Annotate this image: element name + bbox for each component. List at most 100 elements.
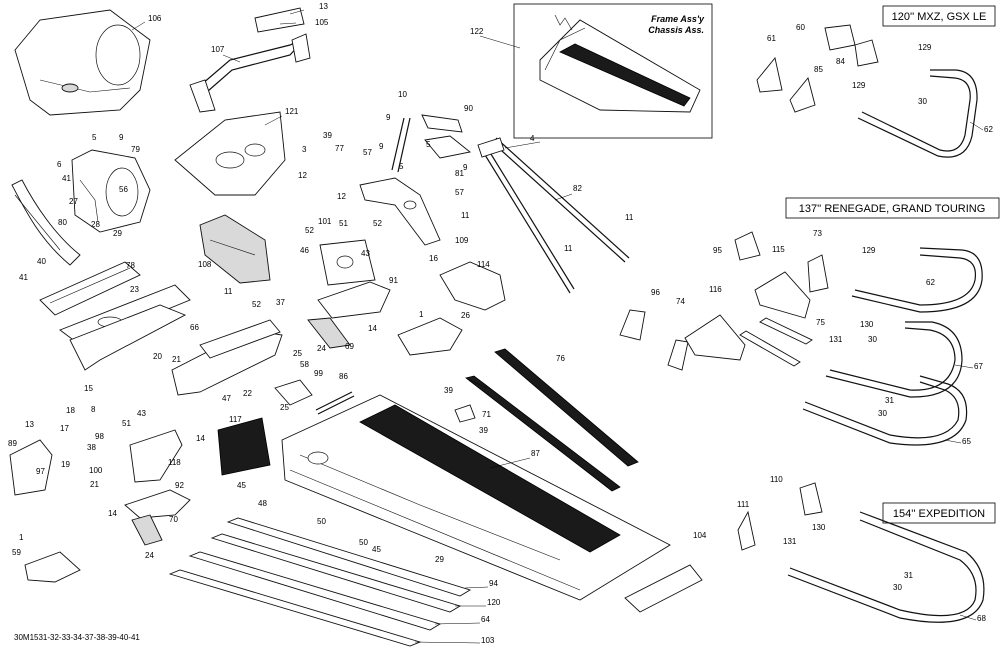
part-label: 91 — [389, 276, 398, 285]
part-71-bracket — [454, 404, 476, 423]
part-label: 17 — [60, 424, 69, 433]
part-label: 95 — [713, 246, 722, 255]
document-id: 30M1531-32-33-34-37-38-39-40-41 — [14, 633, 140, 642]
part-label: 11 — [224, 287, 233, 296]
part-label: 105 — [315, 18, 329, 27]
part-label: 47 — [222, 394, 231, 403]
part-85-bracket — [789, 77, 816, 113]
part-label: 3 — [302, 145, 307, 154]
part-82-struts — [477, 137, 630, 294]
part-label: 99 — [314, 369, 323, 378]
part-label: 45 — [372, 545, 381, 554]
part-label: 129 — [862, 246, 876, 255]
part-117-flap — [217, 417, 271, 476]
part-118-bracket — [129, 429, 183, 483]
part-label: 4 — [530, 134, 535, 143]
part-label: 70 — [169, 515, 178, 524]
part-label: 129 — [918, 43, 932, 52]
part-121-frame — [174, 111, 286, 196]
part-label: 22 — [243, 389, 252, 398]
part-label: 96 — [651, 288, 660, 297]
part-label: 109 — [455, 236, 469, 245]
part-label: 11 — [625, 213, 634, 222]
part-label: 40 — [37, 257, 46, 266]
variant-120-title: 120'' MXZ, GSX LE — [892, 11, 987, 23]
part-label: 110 — [770, 475, 783, 484]
part-label: 92 — [175, 481, 184, 490]
part-109-arm — [359, 177, 441, 246]
part-label: 78 — [126, 261, 135, 270]
part-23-plate — [59, 284, 191, 371]
part-label: 14 — [368, 324, 377, 333]
part-label: 56 — [119, 185, 128, 194]
part-label: 31 — [904, 571, 913, 580]
part-label: 69 — [345, 342, 354, 351]
part-60-bracket — [824, 24, 856, 51]
part-label: 85 — [814, 65, 823, 74]
part-label: 122 — [470, 27, 484, 36]
part-label: 98 — [95, 432, 104, 441]
part-label: 65 — [962, 437, 971, 446]
part-label: 9 — [463, 163, 468, 172]
part-label: 104 — [693, 531, 707, 540]
part-label: 68 — [977, 614, 986, 623]
part-label: 37 — [276, 298, 285, 307]
part-label: 71 — [482, 410, 491, 419]
part-label: 1 — [19, 533, 24, 542]
part-label: 97 — [36, 467, 45, 476]
inset-title-line1: Frame Ass'y — [651, 14, 705, 24]
part-label: 31 — [885, 396, 894, 405]
part-label: 25 — [293, 349, 302, 358]
part-22-panel — [171, 319, 283, 396]
part-label: 14 — [196, 434, 205, 443]
part-label: 76 — [556, 354, 565, 363]
part-label: 67 — [974, 362, 983, 371]
variant-137-box: 137'' RENEGADE, GRAND TOURING — [785, 197, 1000, 219]
part-label: 26 — [461, 311, 470, 320]
part-label: 64 — [481, 615, 490, 624]
part-label: 30 — [878, 409, 887, 418]
part-label: 84 — [836, 57, 845, 66]
part-69-bracket — [307, 317, 351, 349]
part-label: 129 — [852, 81, 866, 90]
part-label: 9 — [119, 133, 124, 142]
part-label: 130 — [860, 320, 874, 329]
part-label: 77 — [335, 144, 344, 153]
part-95-bracket — [734, 231, 761, 261]
part-label: 45 — [237, 481, 246, 490]
part-107-bracket — [189, 33, 311, 113]
part-label: 94 — [489, 579, 498, 588]
part-74-bracket — [667, 339, 689, 371]
part-label: 48 — [258, 499, 267, 508]
leader-lines — [222, 9, 984, 644]
part-label: 108 — [198, 260, 212, 269]
part-label: 131 — [829, 335, 843, 344]
part-label: 5 — [399, 162, 404, 171]
part-label: 25 — [280, 403, 289, 412]
part-114-bracket — [439, 261, 506, 311]
part-label: 46 — [300, 246, 309, 255]
part-label: 39 — [479, 426, 488, 435]
part-label: 21 — [172, 355, 181, 364]
part-104-bracket — [624, 564, 703, 613]
part-label: 9 — [379, 142, 384, 151]
part-label: 8 — [91, 405, 96, 414]
part-94-rail — [226, 517, 472, 597]
part-label: 43 — [137, 409, 146, 418]
part-label: 11 — [461, 211, 470, 220]
part-label: 86 — [339, 372, 348, 381]
part-90-link — [421, 114, 472, 159]
part-label: 58 — [300, 360, 309, 369]
part-label: 52 — [252, 300, 261, 309]
part-label: 51 — [122, 419, 131, 428]
part-label: 52 — [305, 226, 314, 235]
part-label: 13 — [319, 2, 328, 11]
variant-120-box: 120'' MXZ, GSX LE — [882, 5, 996, 27]
part-76-rails — [465, 348, 639, 492]
part-label: 15 — [84, 384, 93, 393]
part-label: 30 — [868, 335, 877, 344]
part-label: 73 — [813, 229, 822, 238]
variant-154-title: 154'' EXPEDITION — [893, 508, 985, 520]
